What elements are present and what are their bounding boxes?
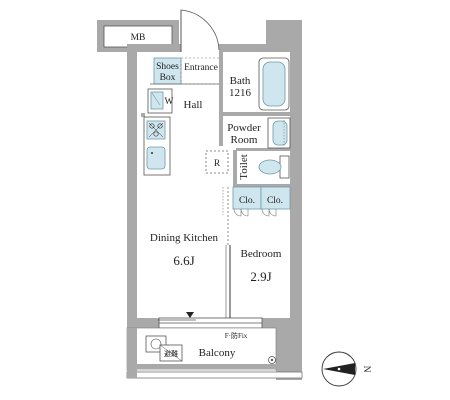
toilet-label: Toilet — [238, 154, 250, 180]
evacuation-hatch: 避難 — [159, 344, 183, 362]
shoes-box-label-2: Box — [160, 73, 176, 83]
window-marker-icon — [186, 312, 194, 318]
hall-label: Hall — [184, 99, 203, 111]
toilet-icon — [258, 155, 290, 179]
compass: N — [321, 351, 371, 387]
dining-kitchen-label: Dining Kitchen — [150, 232, 219, 244]
refrigerator: R — [205, 150, 229, 174]
washer: W — [147, 88, 174, 114]
sink-icon — [146, 146, 166, 170]
mb-cabinet: MB — [97, 20, 179, 52]
bathtub-icon — [258, 57, 290, 111]
shoes-box: Shoes Box — [153, 57, 182, 85]
sliding-partition — [222, 187, 231, 318]
bedroom-label: Bedroom — [241, 248, 282, 260]
evacuation-hatch-label: 避難 — [164, 349, 178, 358]
entrance-label: Entrance — [184, 63, 218, 73]
entrance-door — [180, 9, 220, 52]
mb-label: MB — [131, 33, 146, 43]
compass-ring-icon — [321, 351, 357, 387]
powder-room-label-1: Powder — [227, 122, 261, 134]
refrigerator-label: R — [214, 159, 221, 169]
vanity-sink-icon — [267, 117, 291, 149]
balcony-note: F·防Fix — [225, 331, 248, 340]
balcony-label: Balcony — [199, 347, 236, 359]
bedroom-size: 2.9J — [250, 269, 271, 284]
shoes-box-label-1: Shoes — [156, 62, 179, 72]
interior-walls — [141, 52, 292, 187]
stove-icon — [146, 120, 166, 140]
closets: Clo. Clo. — [232, 186, 291, 217]
outer-walls — [127, 20, 302, 380]
washer-label: W — [165, 97, 174, 107]
drain-icon — [268, 356, 276, 364]
dining-kitchen-size: 6.6J — [173, 253, 194, 268]
bath-room: Bath 1216 — [223, 52, 290, 112]
compass-letter: N — [361, 366, 371, 373]
bath-label: Bath — [230, 75, 251, 87]
powder-room: Powder Room — [227, 117, 291, 149]
balcony: 避難 Balcony F·防Fix — [126, 327, 303, 379]
bath-size-label: 1216 — [229, 87, 252, 99]
closet-left-label: Clo. — [239, 196, 255, 206]
toilet-room: Toilet — [238, 154, 290, 180]
closet-right-label: Clo. — [267, 196, 283, 206]
powder-room-label-2: Room — [231, 134, 258, 146]
kitchen-counter — [143, 116, 171, 176]
